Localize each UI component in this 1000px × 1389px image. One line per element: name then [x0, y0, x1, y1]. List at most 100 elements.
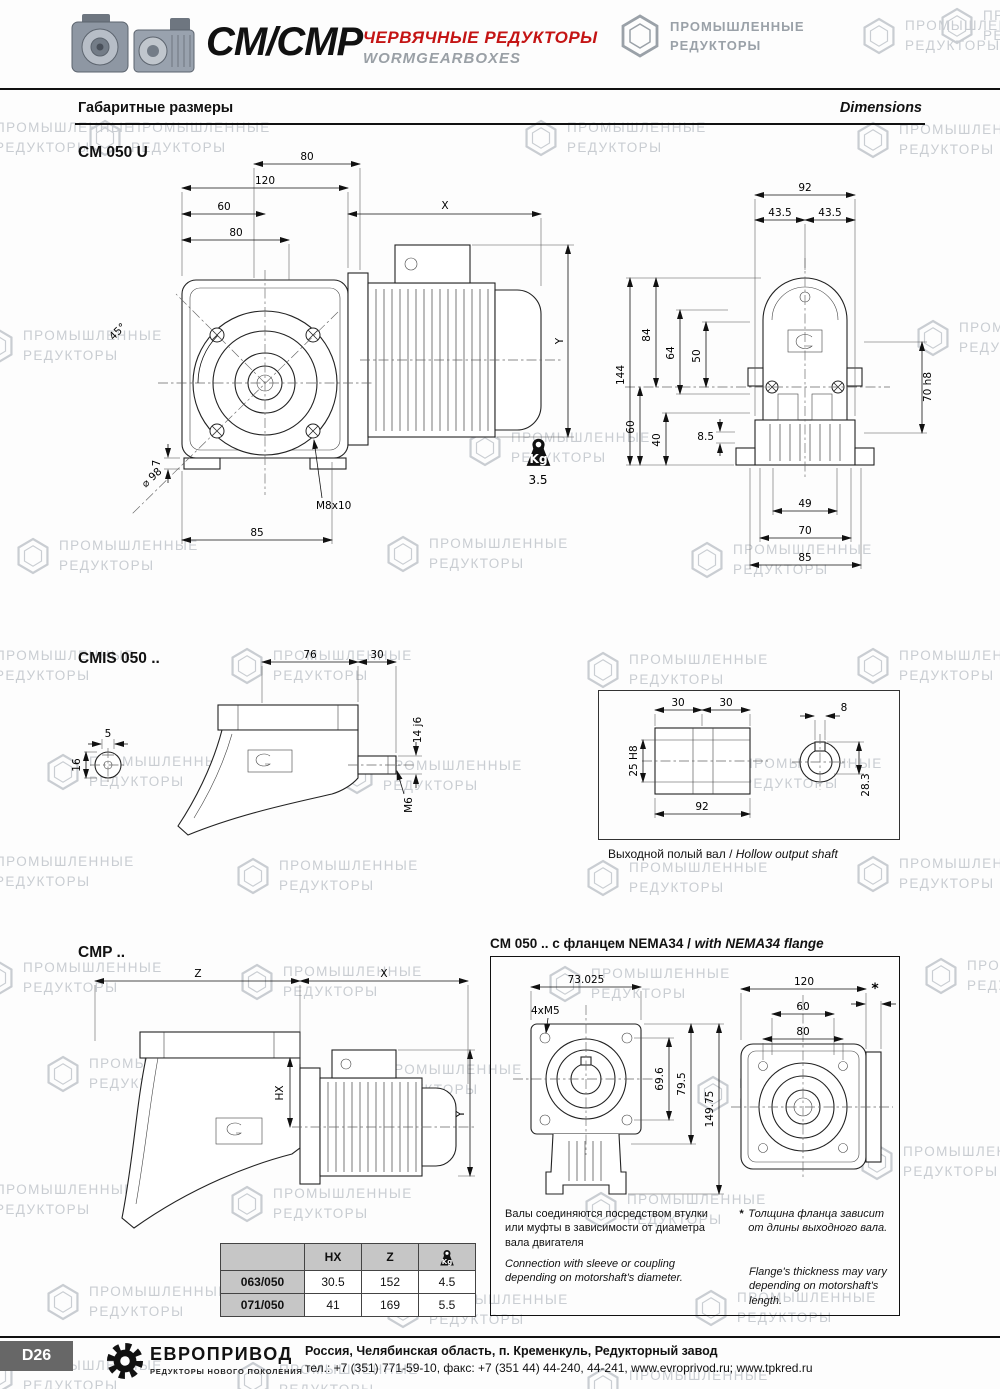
dim-hx-label: HX — [274, 1085, 286, 1100]
section-title-ru: Габаритные размеры — [78, 100, 234, 116]
watermark-line1: ПРОМЫШЛЕННЫЕ — [383, 1062, 523, 1077]
watermark-text: ПРОМЫШЛЕННЫЕ РЕДУКТОРЫ — [629, 858, 769, 899]
brand-line1: ПРОМЫШЛЕННЫЕ — [670, 18, 805, 34]
series-subtitle-en: WORMGEARBOXES — [363, 50, 522, 67]
watermark-line1: ПРОМЫШЛЕННЫЕ — [89, 1284, 229, 1299]
watermark-text: ПРОМЫШЛЕННЫЕ РЕДУКТОРЫ — [429, 534, 569, 575]
nema-note-en: Connection with sleeve or coupling depen… — [505, 1258, 683, 1285]
watermark: ПРОМЫШЛЕННЫЕ РЕДУКТОРЫ — [586, 858, 769, 899]
hexagon-logo-icon — [47, 1283, 79, 1321]
star-symbol: * — [739, 1208, 744, 1220]
watermark-line1: ПРОМЫШЛЕННЫЕ — [629, 652, 769, 667]
dim-73-025-label: 73.025 — [568, 974, 605, 986]
watermark-line2: РЕДУКТОРЫ — [429, 556, 525, 572]
watermark-text: ПРОМЫШЛЕННЫЕ РЕДУКТОРЫ — [59, 536, 199, 577]
gearbox-photo-right — [133, 18, 195, 73]
watermark-text: ПРОМЫШЛЕННЫЕ РЕДУКТОРЫ — [591, 964, 731, 1005]
dim-m8x10-label: M8x10 — [316, 500, 351, 512]
hexagon-logo-icon — [691, 541, 723, 579]
footer-divider — [0, 1336, 1000, 1338]
watermark-line2: РЕДУКТОРЫ — [0, 1202, 91, 1218]
dim-y-label: Y — [554, 337, 566, 345]
watermark-text: ПРОМЫШЛЕННЫЕ РЕДУКТОРЫ — [89, 1282, 229, 1323]
watermark-line1: ПРОМЫШЛЕННЫЕ — [959, 320, 1000, 335]
watermark-line1: ПРОМЫШЛЕННЫЕ — [629, 1368, 769, 1383]
dim-60-label: 60 — [796, 1001, 809, 1013]
cmis-body — [177, 704, 397, 836]
watermark: ПРОМЫШЛЕННЫЕ РЕДУКТОРЫ — [856, 120, 1000, 161]
hexagon-logo-icon — [587, 1367, 619, 1389]
watermark-text: ПРОМЫШЛЕННЫЕ РЕДУКТОРЫ — [273, 1184, 413, 1225]
dim-30-right-label: 30 — [719, 697, 732, 709]
hexagon-logo-icon — [857, 647, 889, 685]
watermark: ПРОМЫШЛЕННЫЕ РЕДУКТОРЫ — [694, 1288, 877, 1329]
hexagon-logo-icon — [237, 1361, 269, 1389]
gearbox-with-flange-view — [740, 1043, 882, 1170]
dimension-lines — [530, 984, 896, 1195]
watermark-line1: ПРОМЫШЛЕННЫЕ — [591, 966, 731, 981]
weight-icon: Kg — [440, 1249, 454, 1265]
footer-contacts[interactable]: тел.: +7 (351) 771-59-10, факс: +7 (351 … — [305, 1361, 813, 1375]
watermark-line2: РЕДУКТОРЫ — [567, 140, 663, 156]
hexagon-logo-icon — [231, 1185, 263, 1223]
watermark-line2: РЕДУКТОРЫ — [903, 1164, 999, 1180]
cmp-title: CMP .. — [78, 944, 126, 961]
watermark-line1: ПРОМЫШЛЕННЫЕ — [131, 120, 271, 135]
watermark-line2: РЕДУКТОРЫ — [983, 28, 1000, 44]
hexagon-logo-icon — [941, 7, 973, 45]
table-header-empty — [220, 1243, 305, 1271]
table-header-z: Z — [361, 1243, 419, 1271]
hexagon-logo-icon — [89, 119, 121, 157]
watermark-line2: РЕДУКТОРЫ — [59, 558, 155, 574]
watermark-line2: РЕДУКТОРЫ — [273, 668, 369, 684]
brand-text: ПРОМЫШЛЕННЫЕ РЕДУКТОРЫ — [670, 17, 805, 56]
watermark-line1: ПРОМЫШЛЕННЫЕ — [627, 1192, 767, 1207]
watermark-line1: ПРОМЫШЛЕННЫЕ — [899, 648, 1000, 663]
hexagon-logo-icon — [47, 1055, 79, 1093]
dimension-lines — [626, 192, 927, 569]
watermark-text: ПРОМЫШЛЕННЫЕ РЕДУКТОРЫ — [899, 120, 1000, 161]
hexagon-logo-icon — [857, 121, 889, 159]
hexagon-logo-icon — [925, 957, 957, 995]
watermark-line1: ПРОМЫШЛЕННЫЕ — [733, 542, 873, 557]
watermark-text: ПРОМЫШЛЕННЫЕ РЕДУКТОРЫ — [283, 962, 423, 1003]
watermark: ПРОМЫШЛЕННЫЕ РЕДУКТОРЫ — [0, 646, 135, 687]
hexagon-logo-icon — [241, 963, 273, 1001]
watermark: ПРОМЫШЛЕННЫЕ РЕДУКТОРЫ — [46, 1282, 229, 1323]
dim-70h8-label: 70 h8 — [922, 372, 934, 402]
watermark: ПРОМЫШЛЕННЫЕ РЕДУКТОРЫ — [240, 962, 423, 1003]
gear-icon — [106, 1342, 144, 1380]
dim-25h8-label: 25 H8 — [628, 745, 640, 776]
dim-69-6-label: 69.6 — [654, 1067, 666, 1091]
watermark: ПРОМЫШЛЕННЫЕ РЕДУКТОРЫ — [340, 756, 523, 797]
cmp-dimensions-table: HX Z Kg 063/050 30.5 152 4.5 071/050 41 … — [220, 1243, 476, 1317]
brand-line2: РЕДУКТОРЫ — [670, 38, 762, 53]
dim-85-label: 85 — [798, 552, 811, 564]
dim-30-left-label: 30 — [671, 697, 684, 709]
row-z: 152 — [361, 1270, 419, 1294]
nema-note-ru: Валы соединяются посредством втулки или … — [505, 1208, 708, 1249]
weight-value: 3.5 — [528, 473, 547, 487]
dim-120-label: 120 — [255, 175, 275, 187]
watermark-line1: ПРОМЫШЛЕННЫЕ — [0, 648, 135, 663]
watermark: ПРОМЫШЛЕННЫЕ РЕДУКТОРЫ — [230, 1184, 413, 1225]
dim-85-label: 85 — [250, 527, 263, 539]
hollow-shaft-box — [598, 690, 900, 840]
watermark: ПРОМЫШЛЕННЫЕ РЕДУКТОРЫ — [916, 318, 1000, 359]
nema-section-title: CM 050 .. с фланцем NEMA34 / with NEMA34… — [490, 936, 824, 951]
watermark-line2: РЕДУКТОРЫ — [737, 1310, 833, 1326]
watermark-text: ПРОМЫШЛЕННЫЕ РЕДУКТОРЫ — [0, 852, 135, 893]
watermark-line1: ПРОМЫШЛЕННЫЕ — [23, 960, 163, 975]
dim-149-75-label: 149.75 — [704, 1091, 716, 1128]
nema-title-ru: CM 050 .. с фланцем NEMA34 / — [490, 936, 695, 951]
hexagon-logo-icon — [587, 651, 619, 689]
hexagon-logo-icon — [863, 17, 895, 55]
watermark-line2: РЕДУКТОРЫ — [591, 986, 687, 1002]
row-name: 063/050 — [220, 1270, 305, 1294]
weight-kg-label: Kg — [442, 1257, 452, 1265]
hexagon-logo-icon — [549, 965, 581, 1003]
cm050u-front-view-drawing: 80 120 60 80 X Y 45° 7 ⌀ 98 85 M8x10 Kg … — [107, 151, 574, 544]
hexagon-logo-icon — [695, 1289, 727, 1327]
hexagon-logo-icon — [47, 753, 79, 791]
